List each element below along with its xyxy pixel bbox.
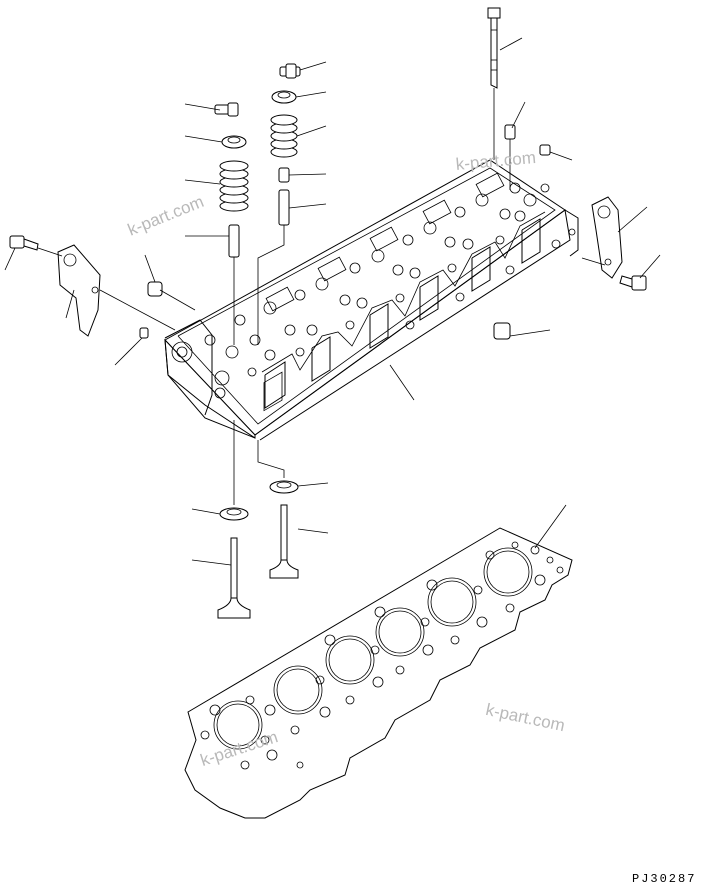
intake-valve: [269, 504, 299, 579]
cylinder-head: [164, 159, 579, 441]
cylinder-head-gasket: [184, 527, 573, 819]
valve-stem-cap: [278, 167, 290, 183]
expansion-plug: [147, 281, 196, 311]
leader-lines: [4, 37, 661, 566]
expansion-plug-small: [139, 327, 149, 339]
valve-stem-seal: [219, 420, 249, 521]
bracket-bolt-rear: [619, 275, 647, 291]
lifting-bracket-rear: [581, 196, 623, 279]
expansion-plug-right: [493, 322, 511, 340]
valve-stem-guide: [228, 224, 240, 345]
valve-spring-retainer: [221, 135, 247, 149]
exhaust-valve: [217, 537, 251, 619]
valve-spring: [219, 160, 249, 212]
drawing-code: PJ30287: [632, 872, 697, 886]
valve-stem-guide-2: [257, 189, 290, 345]
valve-stem-seal-2: [257, 440, 299, 494]
rocker-cap-screw-2: [279, 63, 301, 79]
lifting-bracket-front: [57, 244, 176, 337]
cap-screw-top-right: [539, 144, 551, 156]
small-plug: [504, 124, 516, 190]
valve-spring-2: [270, 114, 298, 158]
head-bolt: [487, 7, 501, 160]
bracket-bolt-front: [9, 235, 63, 257]
valve-spring-retainer-2: [271, 90, 297, 104]
